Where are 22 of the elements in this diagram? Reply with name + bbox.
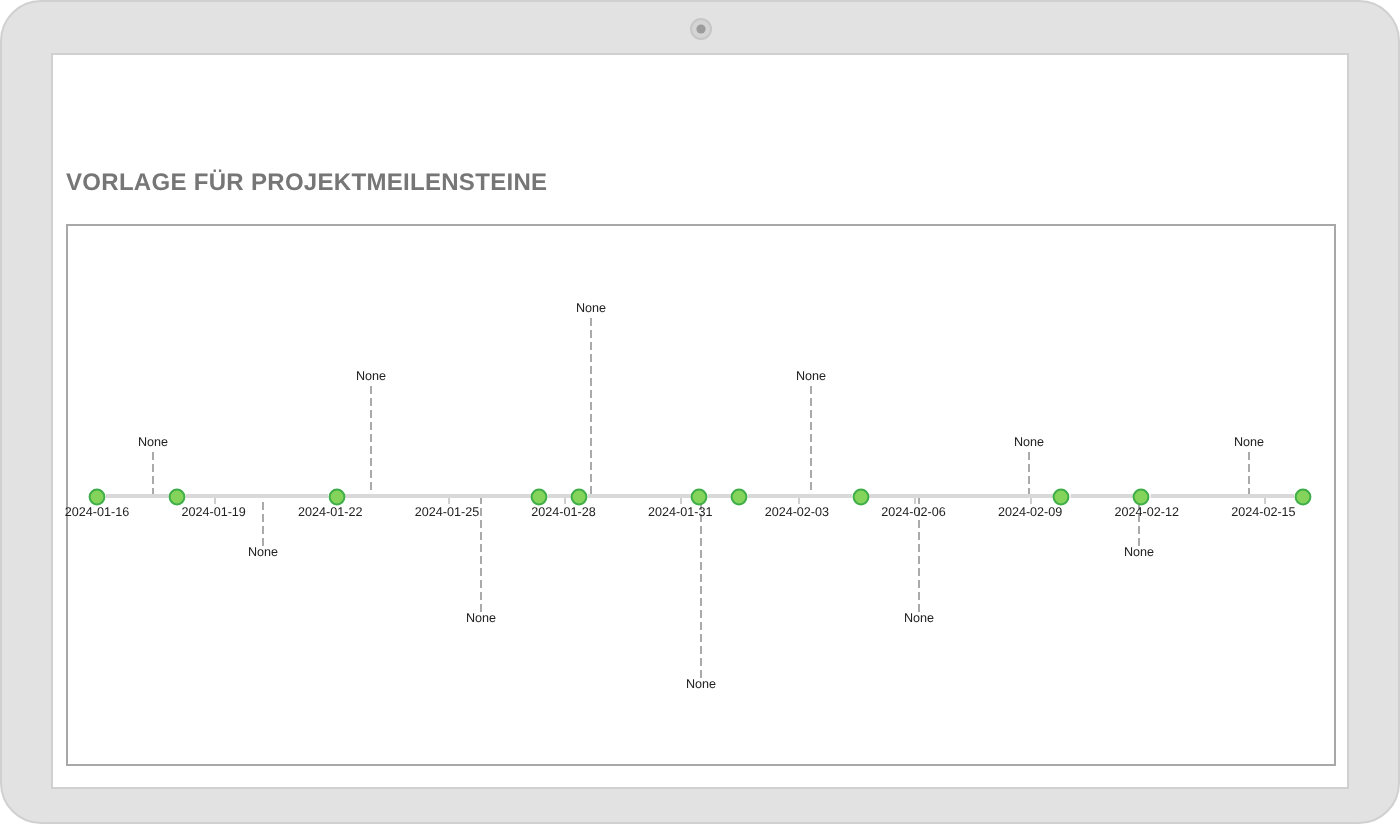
leader-line bbox=[1028, 451, 1030, 495]
milestone-dot bbox=[729, 487, 748, 505]
milestone-dot bbox=[851, 487, 869, 505]
leader-line bbox=[810, 385, 812, 495]
milestone-dot bbox=[529, 487, 548, 505]
leader-line bbox=[262, 497, 264, 547]
leader-line bbox=[480, 497, 482, 613]
leader-line bbox=[590, 317, 592, 495]
milestone-dot bbox=[569, 487, 588, 505]
milestone-dot bbox=[1052, 487, 1071, 505]
page-title: VORLAGE FÜR PROJEKTMEILENSTEINE bbox=[66, 170, 548, 197]
milestone-dot bbox=[87, 487, 106, 505]
milestone-dot bbox=[167, 487, 186, 505]
leader-line bbox=[918, 497, 920, 613]
milestone-dot bbox=[1293, 487, 1311, 505]
milestone-dot bbox=[1132, 487, 1151, 505]
milestone-dot bbox=[327, 487, 345, 505]
leader-line bbox=[370, 385, 372, 495]
milestone-dot bbox=[689, 487, 708, 505]
timeline-axis bbox=[105, 494, 1294, 504]
leader-line bbox=[1248, 451, 1250, 495]
leader-line bbox=[152, 451, 154, 495]
